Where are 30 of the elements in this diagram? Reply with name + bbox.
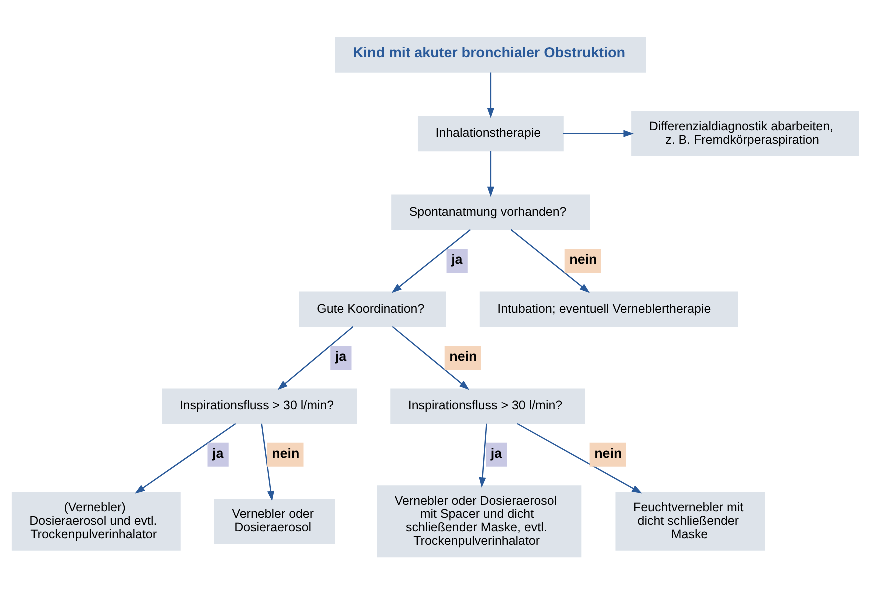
arrow [392, 326, 470, 390]
node-box: Vernebler oder Dosieraerosol [214, 498, 336, 544]
arrow [563, 130, 634, 137]
node-box: Spontanatmung vorhanden? [392, 194, 590, 230]
arrow [510, 228, 590, 293]
node-box: Gute Koordination? [299, 291, 446, 327]
node-box: Inspirationsfluss > 30 l/min? [162, 388, 358, 424]
edge-label: nein [594, 446, 622, 460]
arrow [517, 422, 642, 494]
edge-label: ja [490, 446, 502, 460]
node-box: Inspirationsfluss > 30 l/min? [390, 388, 586, 424]
edge-label: nein [272, 446, 300, 460]
node-box: Differenzialdiagnostik abarbeiten, z. B. Fremdkörperaspiration [632, 110, 860, 156]
arrow [135, 422, 236, 494]
node-box: Intubation; eventuell Verneblertherapie [480, 291, 738, 327]
arrow [479, 423, 488, 488]
arrow [392, 228, 472, 293]
edge-label: ja [452, 252, 463, 267]
edge-label: ja [335, 348, 347, 364]
node-box: (Vernebler) Dosieraerosol und evtl. Trockenpulverinhalator [12, 492, 181, 550]
edge-label: nein [450, 348, 478, 364]
arrow [261, 423, 275, 501]
arrow [487, 72, 494, 118]
node-box: Feuchtvernebler mit dicht schließender Maske [616, 492, 766, 550]
node-box: Vernebler oder Dosieraerosol mit Spacer und dicht schließender Maske, evtl. Trockenpulverinhalator [377, 485, 582, 558]
edge-label: nein [570, 252, 598, 267]
arrow [487, 150, 494, 197]
node-box: Kind mit akuter bronchialer Obstruktion [335, 36, 646, 72]
node-box: Inhalationstherapie [418, 116, 564, 152]
edge-label: ja [212, 446, 224, 460]
